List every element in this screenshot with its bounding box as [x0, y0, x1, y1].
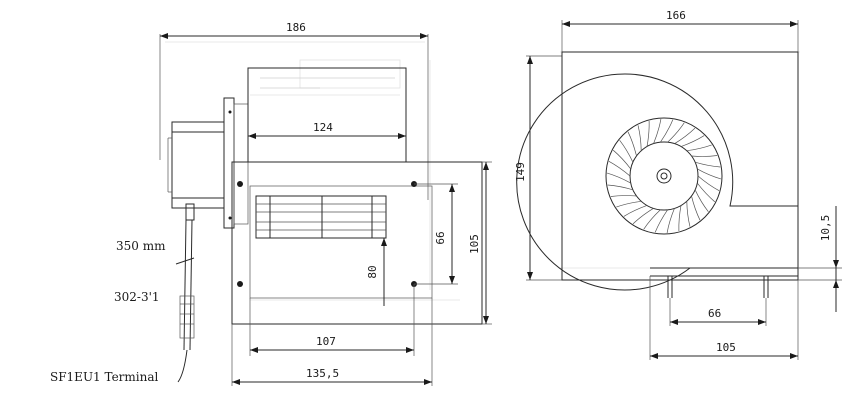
cable-code-label: 302-3'1: [114, 290, 160, 304]
dim-107-label: 107: [316, 335, 336, 348]
dim-outlet-height: 80: [366, 238, 387, 306]
impeller-blade: [612, 149, 631, 170]
impeller-blade: [654, 209, 668, 233]
impeller-blade: [653, 119, 662, 144]
impeller-blade: [608, 160, 631, 177]
mounting-pins: [667, 276, 769, 298]
dim-80-label: 80: [366, 265, 379, 278]
impeller-blades: [607, 119, 721, 233]
impeller-blade: [678, 205, 682, 232]
dim-166-label: 166: [666, 9, 686, 22]
impeller-blade: [646, 120, 650, 147]
dim-flange-height: 105: [468, 161, 492, 325]
dim-124-label: 124: [313, 121, 333, 134]
dim-flange-width: 135,5: [231, 298, 433, 386]
impeller-blade: [674, 127, 696, 144]
impeller-blade: [697, 168, 721, 180]
impeller-wheel: [605, 117, 723, 235]
motor-body: [167, 97, 249, 229]
scroll-housing: [516, 51, 799, 291]
impeller-blade: [637, 125, 642, 151]
impeller-blade: [695, 161, 721, 168]
dim-base-width: 105: [649, 280, 799, 360]
mounting-flange: [231, 161, 483, 325]
dim-135-5-label: 135,5: [306, 367, 339, 380]
impeller-blade: [632, 208, 654, 225]
dim-hole-spacing: 107: [249, 284, 415, 356]
impeller-blade: [610, 195, 637, 197]
impeller-blade: [607, 184, 633, 191]
power-cable: [175, 219, 195, 383]
impeller-blade: [666, 208, 675, 233]
dim-inner-height: 66: [414, 183, 458, 285]
upper-housing: [247, 67, 407, 163]
dim-66-vertical-label: 66: [434, 231, 447, 244]
impeller-blade: [627, 131, 637, 157]
impeller-blade: [686, 201, 691, 227]
impeller-side: [255, 195, 387, 239]
impeller-blade: [616, 200, 642, 208]
dim-66-horizontal-label: 66: [708, 307, 721, 320]
dim-149-label: 149: [514, 162, 527, 182]
impeller-blade: [686, 144, 712, 152]
impeller-blade: [680, 135, 705, 147]
impeller-blade: [697, 182, 716, 203]
impeller-blade: [697, 175, 720, 192]
impeller-blade: [691, 195, 701, 221]
dim-10-5-label: 10,5: [819, 215, 832, 242]
impeller-blade: [607, 172, 631, 184]
impeller-blade: [623, 205, 648, 217]
dim-186-label: 186: [286, 21, 306, 34]
front-view: 166 149: [514, 9, 842, 360]
dim-mount-offset: 10,5: [798, 206, 842, 312]
impeller-blade: [660, 119, 674, 143]
impeller-blade: [694, 189, 709, 213]
dim-mount-spacing: 66: [669, 298, 767, 326]
impeller-blade: [691, 155, 718, 157]
dim-overall-width: 186: [159, 21, 429, 200]
side-view: 186 124: [50, 21, 492, 386]
terminal-label: SF1EU1 Terminal: [50, 370, 159, 384]
impeller-blade: [667, 122, 685, 143]
dim-front-width: 166: [561, 9, 799, 52]
dim-105-vertical-label: 105: [468, 234, 481, 254]
cable-annotations: 350 mm 302-3'1 SF1EU1 Terminal: [50, 239, 166, 384]
impeller-blade: [643, 209, 661, 230]
dim-105-horizontal-label: 105: [716, 341, 736, 354]
impeller-blade: [619, 139, 634, 163]
dim-outlet-width: 124: [248, 121, 406, 139]
cable-length-label: 350 mm: [116, 239, 166, 253]
